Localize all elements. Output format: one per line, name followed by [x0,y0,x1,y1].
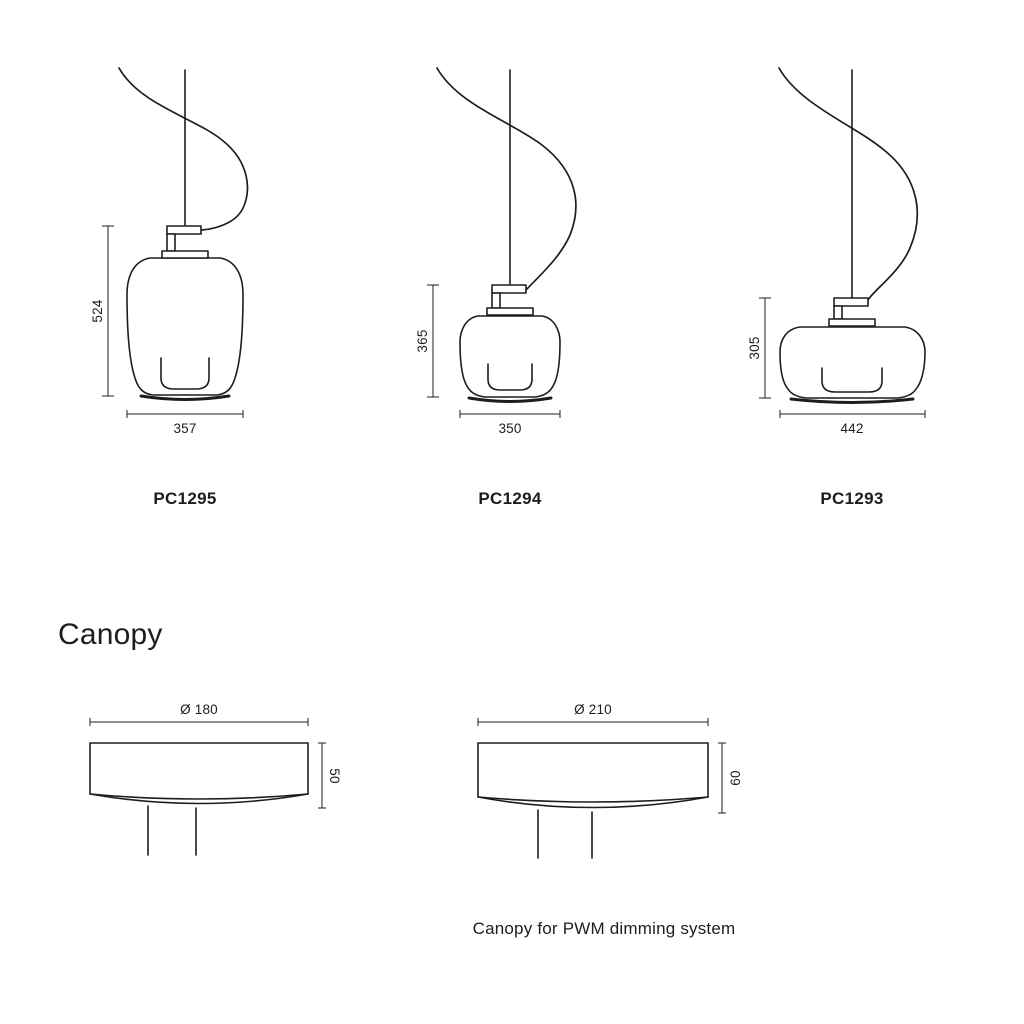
diameter-label: Ø 180 [180,702,218,717]
width-label: 350 [498,421,521,436]
bracket-stem [833,305,843,320]
height-dimension: 50 [318,742,342,809]
canopy-body-outline [477,742,709,809]
height-label: 305 [747,336,762,359]
power-cable-curve [118,67,249,231]
canopy-diagram-180: Ø 180 50 [89,702,342,856]
bracket-stem [491,292,501,309]
width-dimension: 442 [779,410,926,436]
height-dimension: 60 [718,742,743,814]
bracket-arm [166,225,202,235]
mount-bracket [486,284,534,316]
pendant-diagram-pc1294: 365 350 PC1294 [415,67,577,508]
diameter-label: Ø 210 [574,702,612,717]
glass-shade-outline [459,315,561,398]
height-label: 60 [728,770,743,785]
height-label: 50 [327,768,342,783]
base-ring [789,397,915,404]
diameter-dimension: Ø 210 [477,702,709,726]
glass-shade-outline [126,257,244,396]
canopy-rim-line [477,796,709,803]
width-label: 442 [840,421,863,436]
neck-plate [828,318,876,327]
canopy-rim-line [89,793,309,800]
canopy-caption: Canopy for PWM dimming system [473,919,736,938]
pendant-diagram-pc1293: 305 442 PC1293 [747,67,926,508]
canopy-body-outline [89,742,309,805]
bracket-arm [833,297,869,307]
inner-diffuser [821,367,883,393]
neck-plate [161,250,209,259]
height-label: 524 [90,299,105,322]
height-dimension: 524 [90,225,114,397]
diameter-dimension: Ø 180 [89,702,309,726]
canopy-section-title: Canopy [58,618,163,651]
height-label: 365 [415,329,430,352]
glass-shade-outline [779,326,926,399]
bracket-stem [166,233,176,252]
neck-plate [486,307,534,316]
width-dimension: 350 [459,410,561,436]
width-label: 357 [173,421,196,436]
base-ring [467,396,553,403]
height-dimension: 305 [747,297,771,399]
product-code: PC1294 [478,489,541,508]
mount-bracket [161,225,209,259]
pendant-diagram-pc1295: 524 357 PC1295 [90,67,249,508]
canopy-diagram-210: Ø 210 60 [477,702,743,859]
mount-bracket [828,297,876,327]
inner-diffuser [487,363,533,391]
power-cable-curve [778,67,919,301]
width-dimension: 357 [126,410,244,436]
power-cable-curve [436,67,577,290]
product-code: PC1293 [820,489,883,508]
bracket-arm [491,284,527,294]
height-dimension: 365 [415,284,439,398]
product-code: PC1295 [153,489,216,508]
inner-diffuser [160,357,210,390]
base-ring [139,394,231,401]
